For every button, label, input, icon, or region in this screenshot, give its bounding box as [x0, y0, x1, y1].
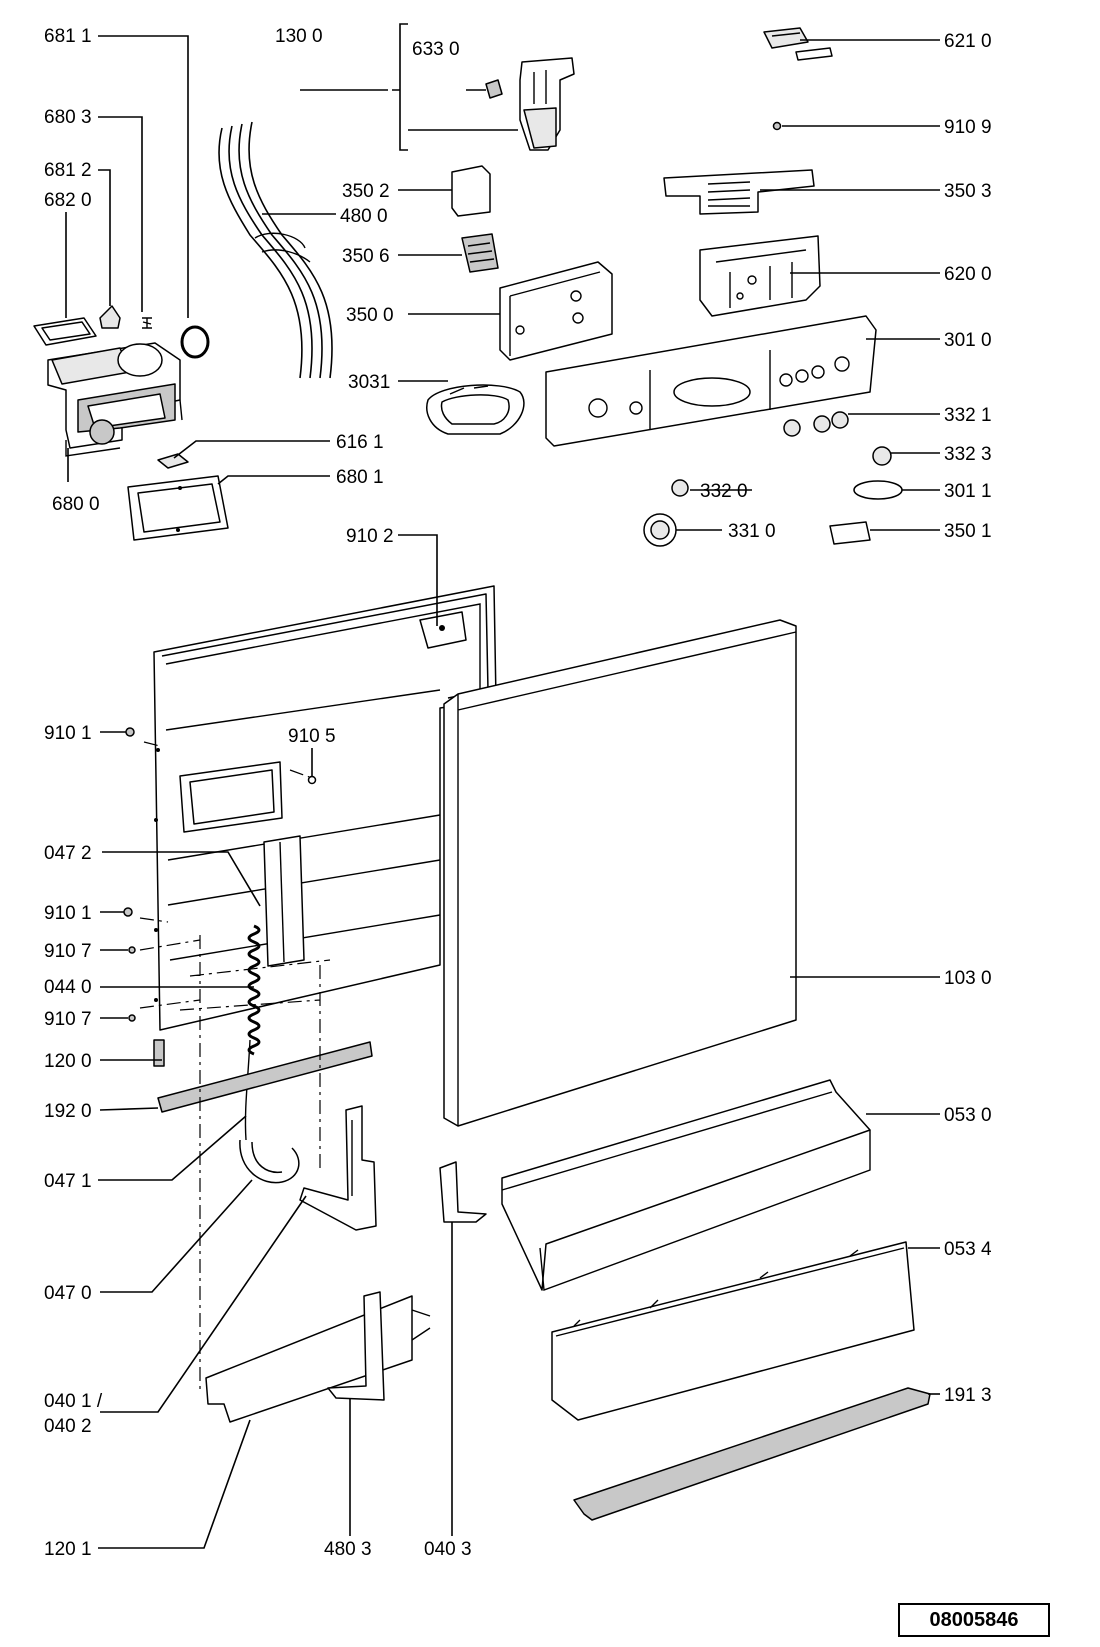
dispenser-lid-gasket — [33, 317, 97, 346]
indicator-module — [763, 27, 833, 61]
cover-3501 — [829, 521, 871, 545]
knob-3323 — [872, 446, 892, 466]
panel-bracket — [699, 235, 821, 317]
label-3506: 350 6 — [342, 246, 390, 267]
label-9105: 910 5 — [288, 726, 336, 747]
dispenser-latch — [99, 305, 121, 329]
label-1913: 191 3 — [944, 1385, 992, 1406]
dispenser-assembly — [33, 305, 210, 457]
control-bracket — [426, 384, 525, 435]
label-6161: 616 1 — [336, 432, 384, 453]
label-6811: 681 1 — [44, 26, 92, 47]
label-6803: 680 3 — [44, 107, 92, 128]
label-1030: 103 0 — [944, 968, 992, 989]
label-3321: 332 1 — [944, 405, 992, 426]
label-6820: 682 0 — [44, 190, 92, 211]
label-0472: 047 2 — [44, 843, 92, 864]
dispenser-gasket-frame — [127, 475, 229, 541]
screw-9101-a — [125, 727, 135, 737]
label-3500: 350 0 — [346, 305, 394, 326]
screw-9101-b — [123, 907, 133, 917]
label-9101b: 910 1 — [44, 903, 92, 924]
label-6200: 620 0 — [944, 264, 992, 285]
lower-bracket — [327, 1291, 385, 1401]
label-3320: 332 0 — [700, 481, 748, 502]
label-1200: 120 0 — [44, 1051, 92, 1072]
screw-9109 — [772, 121, 782, 131]
control-clip-cover — [451, 165, 491, 217]
door-switch-bracket — [519, 57, 575, 151]
knob-set — [783, 411, 849, 437]
door-spring — [247, 924, 261, 1056]
label-3502: 350 2 — [342, 181, 390, 202]
diagram-code: 08005846 — [898, 1603, 1050, 1637]
door-cable — [244, 1039, 251, 1141]
label-1201: 120 1 — [44, 1539, 92, 1560]
outer-door-panel — [443, 619, 797, 1127]
label-0401: 040 1 / — [44, 1391, 103, 1412]
door-trim — [157, 1041, 373, 1113]
dispenser-clip — [157, 453, 189, 469]
label-4803: 480 3 — [324, 1539, 372, 1560]
kick-plate — [501, 1079, 871, 1291]
label-0471: 047 1 — [44, 1171, 92, 1192]
label-3010: 301 0 — [944, 330, 992, 351]
label-6812: 681 2 — [44, 160, 92, 181]
label-9102: 910 2 — [346, 526, 394, 547]
label-9107b: 910 7 — [44, 1009, 92, 1030]
screw-9105 — [307, 775, 317, 785]
label-6330: 633 0 — [412, 39, 460, 60]
electronic-control-module — [499, 261, 613, 361]
label-0403: 040 3 — [424, 1539, 472, 1560]
label-0534: 053 4 — [944, 1239, 992, 1260]
label-3503: 350 3 — [944, 181, 992, 202]
label-6800: 680 0 — [52, 494, 100, 515]
label-3323: 332 3 — [944, 444, 992, 465]
label-4800: 480 0 — [340, 206, 388, 227]
part-labels: 681 1 680 3 681 2 682 0 680 0 130 0 633 … — [44, 26, 992, 1560]
label-3031: 3031 — [348, 372, 390, 393]
bottom-trim — [573, 1387, 931, 1521]
lower-door-panel — [205, 1295, 431, 1423]
label-0470: 047 0 — [44, 1283, 92, 1304]
control-panel — [545, 315, 877, 447]
label-0530: 053 0 — [944, 1105, 992, 1126]
label-9107a: 910 7 — [44, 941, 92, 962]
front-trim-panel — [551, 1241, 915, 1421]
side-bracket — [439, 1161, 487, 1223]
screw-9107-a — [128, 946, 136, 954]
label-3501: 350 1 — [944, 521, 992, 542]
label-9101a: 910 1 — [44, 723, 92, 744]
wiring-harness — [218, 121, 333, 379]
control-connector — [461, 233, 499, 273]
leader-lines — [65, 23, 940, 1549]
cable-pulley — [239, 1139, 300, 1184]
label-1300: 130 0 — [275, 26, 323, 47]
door-switch — [485, 79, 503, 99]
knob-ring-3310 — [643, 513, 677, 547]
label-1920: 192 0 — [44, 1101, 92, 1122]
door-hinge — [299, 1105, 377, 1231]
keypad-holder — [663, 169, 815, 215]
knob-3320 — [671, 479, 689, 497]
panel-insert-3011 — [853, 480, 903, 500]
label-0440: 044 0 — [44, 977, 92, 998]
label-3011: 301 1 — [944, 481, 992, 502]
label-6801: 680 1 — [336, 467, 384, 488]
rinse-aid-cap-ring — [180, 325, 210, 359]
inner-door-panel — [153, 585, 497, 1067]
label-6210: 621 0 — [944, 31, 992, 52]
dispenser-spring — [142, 317, 152, 329]
label-0402: 040 2 — [44, 1416, 92, 1437]
label-9109: 910 9 — [944, 117, 992, 138]
screw-9107-b — [128, 1014, 136, 1022]
label-3310: 331 0 — [728, 521, 776, 542]
